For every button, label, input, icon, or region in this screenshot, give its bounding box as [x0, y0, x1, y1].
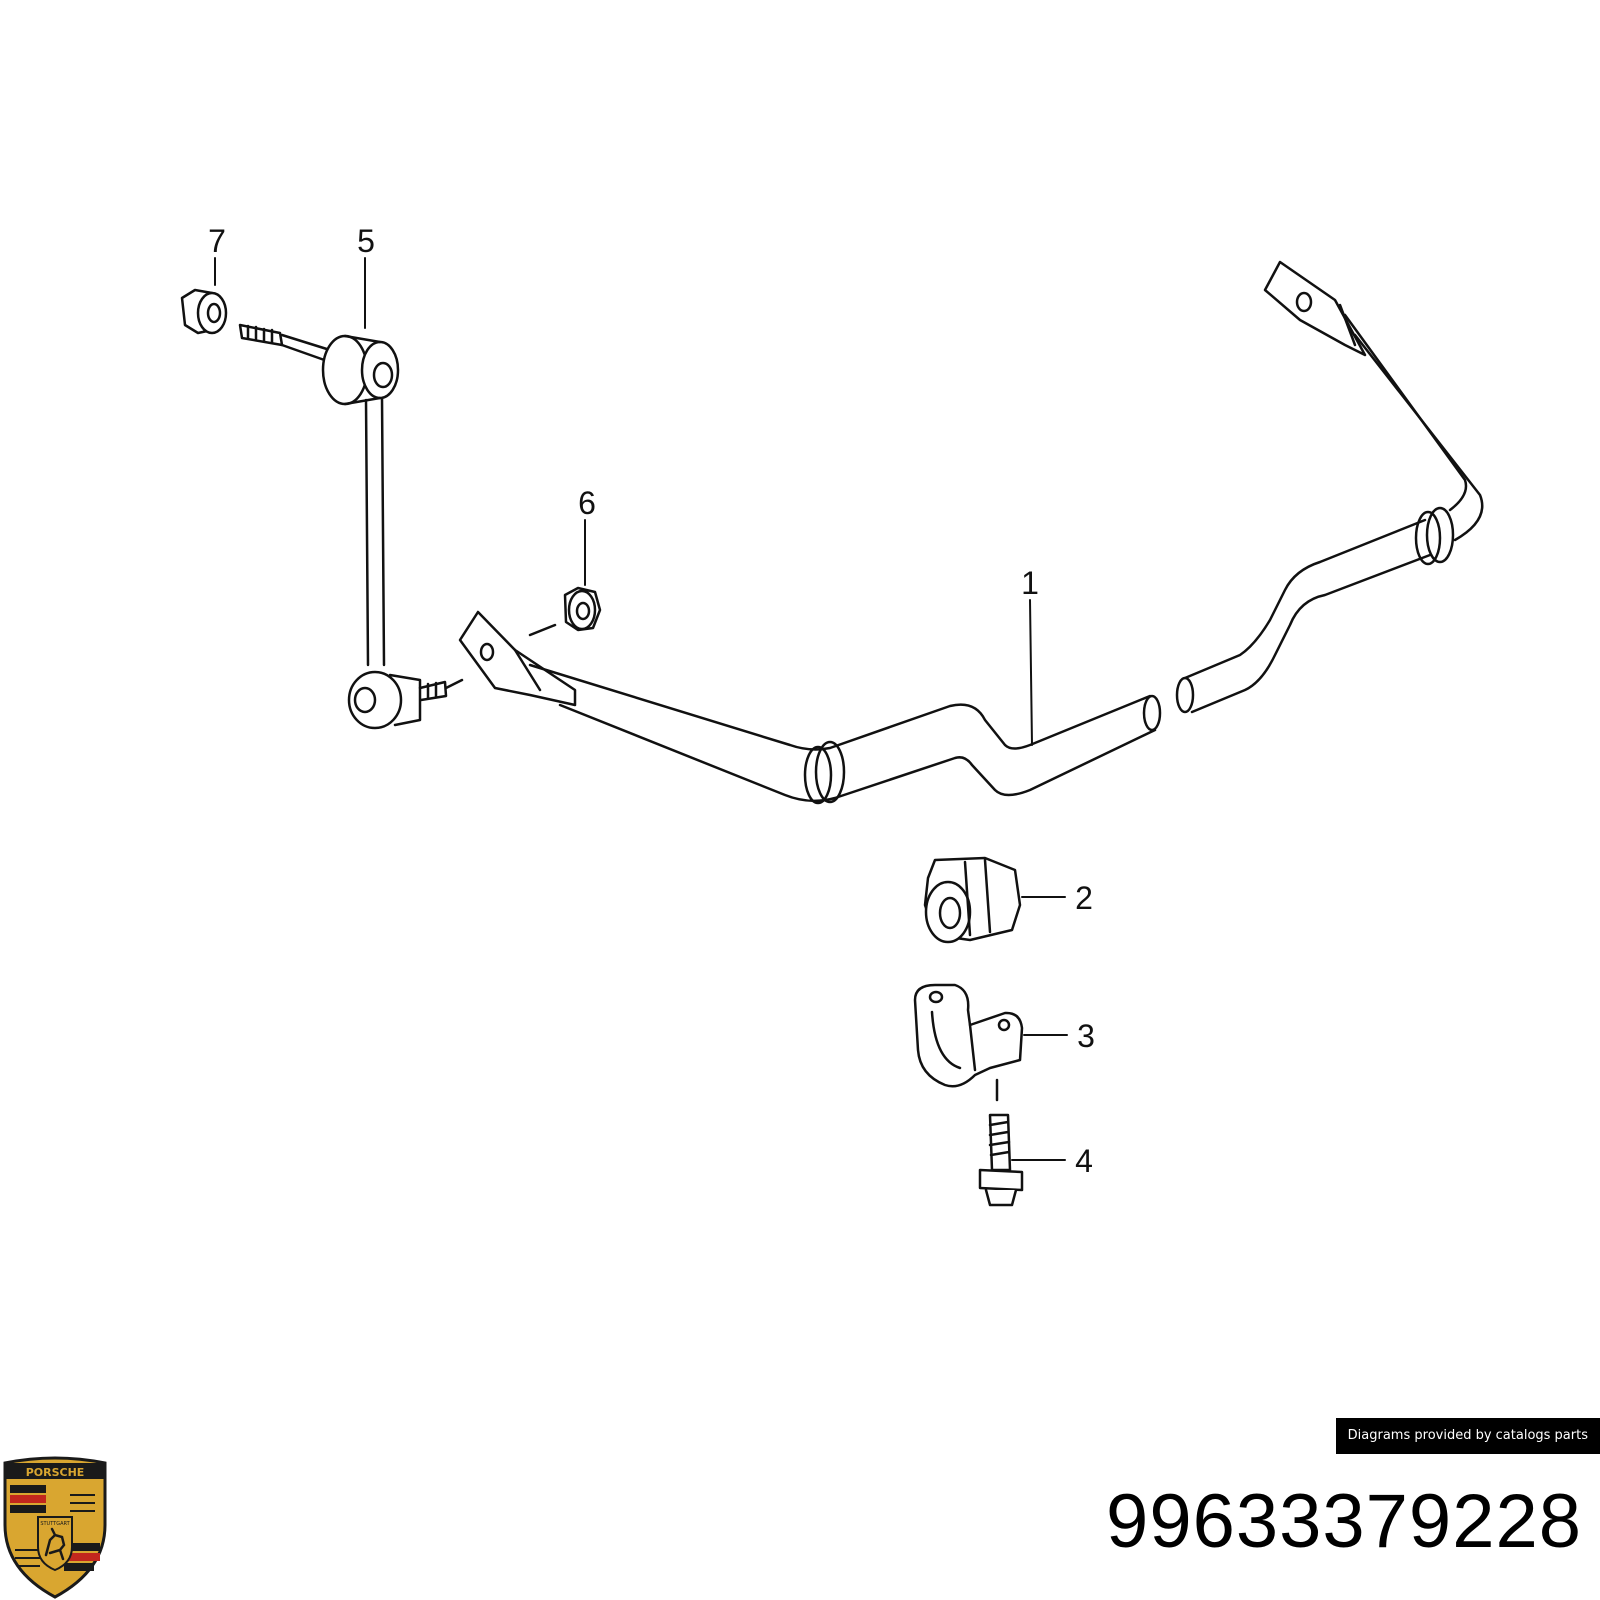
credit-banner: Diagrams provided by catalogs parts: [1335, 1418, 1600, 1454]
stabilizer-bar: [458, 260, 1484, 805]
logo-brand-text: PORSCHE: [26, 1466, 85, 1479]
rubber-mount: [923, 856, 1022, 944]
callout-3: 3: [1077, 1018, 1095, 1054]
callout-2: 2: [1075, 880, 1093, 916]
logo-city-text: STUTTGART: [40, 1521, 70, 1527]
callout-4: 4: [1075, 1143, 1093, 1179]
callout-6: 6: [578, 485, 596, 521]
coupling-link: [238, 323, 464, 730]
nut-6: [528, 586, 602, 637]
nut-7: [180, 288, 228, 335]
callout-7: 7: [208, 223, 226, 259]
leader-lines: [214, 257, 1068, 1161]
part-number: 99633379228: [1106, 1479, 1582, 1564]
porsche-crest-logo: PORSCHE STUTTGART: [3, 1456, 107, 1599]
callout-5: 5: [357, 223, 375, 259]
bolt: [978, 1078, 1024, 1207]
callout-1: 1: [1021, 565, 1039, 601]
clamp: [913, 983, 1024, 1088]
horse-icon: [44, 1527, 66, 1561]
